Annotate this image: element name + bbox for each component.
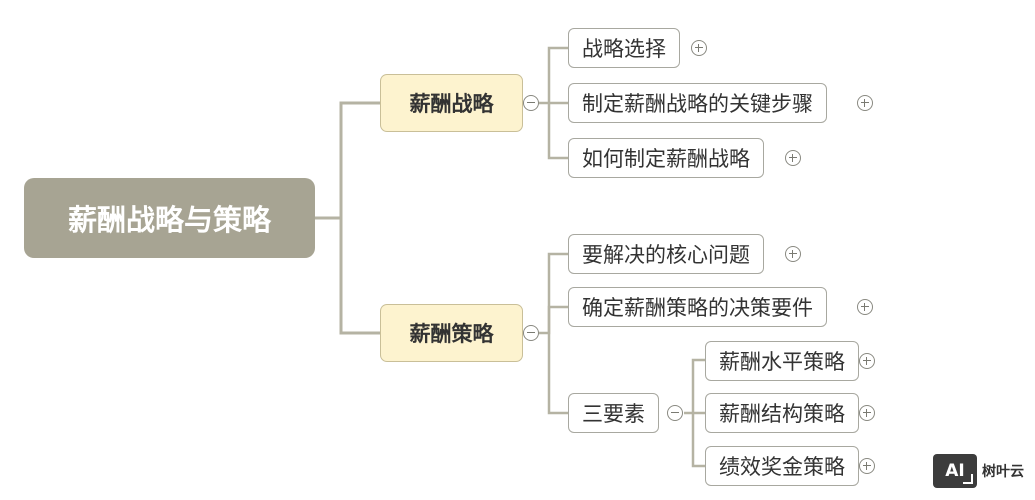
expand-icon[interactable]	[857, 95, 873, 111]
expand-icon[interactable]	[691, 40, 707, 56]
subtopic-key-steps[interactable]: 制定薪酬战略的关键步骤	[568, 83, 827, 123]
subtopic-core-problems[interactable]: 要解决的核心问题	[568, 234, 764, 274]
subtopic-structure-policy[interactable]: 薪酬结构策略	[705, 393, 859, 433]
collapse-icon[interactable]	[667, 405, 683, 421]
branch-topic-compensation-policy[interactable]: 薪酬策略	[380, 304, 523, 362]
expand-icon[interactable]	[859, 353, 875, 369]
subtopic-how-to-formulate[interactable]: 如何制定薪酬战略	[568, 138, 764, 178]
watermark-text: 树叶云	[982, 464, 1024, 480]
expand-icon[interactable]	[785, 150, 801, 166]
expand-icon[interactable]	[785, 246, 801, 262]
root-topic[interactable]: 薪酬战略与策略	[24, 178, 315, 258]
subtopic-strategy-choice[interactable]: 战略选择	[568, 28, 680, 68]
collapse-icon[interactable]	[523, 325, 539, 341]
subtopic-level-policy[interactable]: 薪酬水平策略	[705, 341, 859, 381]
expand-icon[interactable]	[859, 458, 875, 474]
branch-topic-compensation-strategy[interactable]: 薪酬战略	[380, 74, 523, 132]
subtopic-three-elements[interactable]: 三要素	[568, 393, 659, 433]
subtopic-decision-elements[interactable]: 确定薪酬策略的决策要件	[568, 287, 827, 327]
subtopic-bonus-policy[interactable]: 绩效奖金策略	[705, 446, 859, 486]
ai-logo-icon: AI	[933, 454, 977, 488]
expand-icon[interactable]	[857, 299, 873, 315]
collapse-icon[interactable]	[523, 95, 539, 111]
watermark-logo: AI 树叶云	[933, 453, 1024, 489]
expand-icon[interactable]	[859, 405, 875, 421]
